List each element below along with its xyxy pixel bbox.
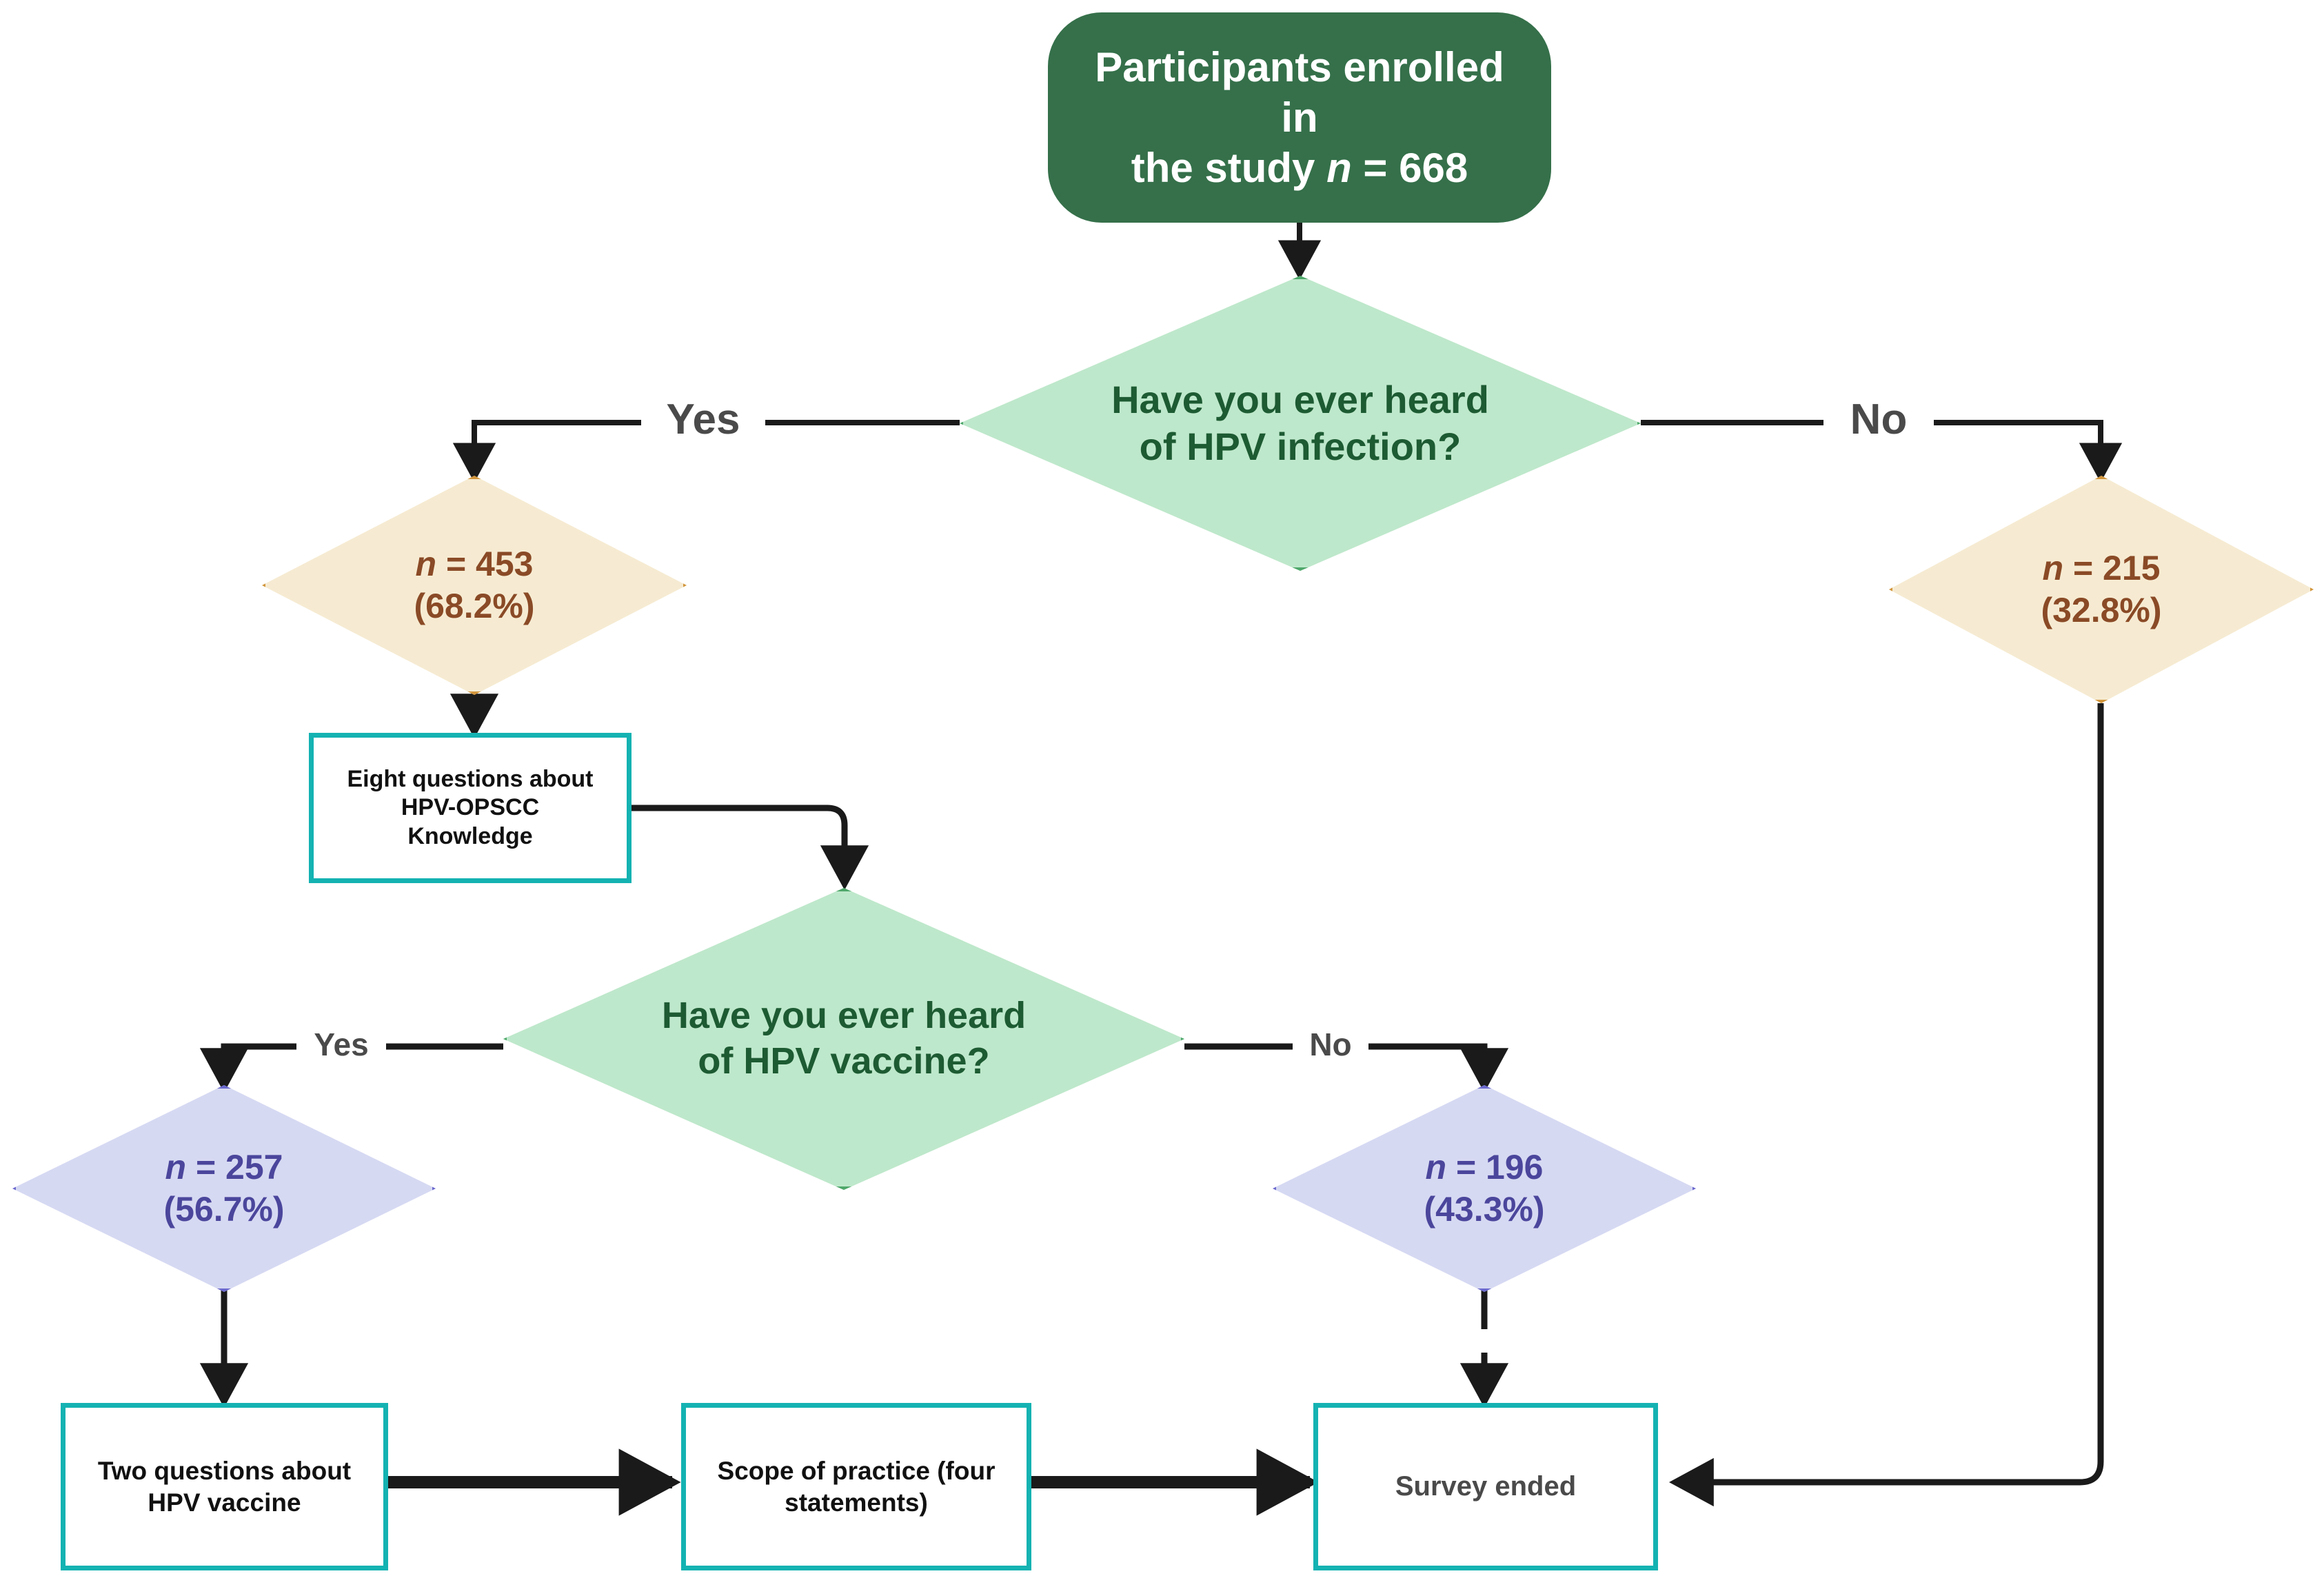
edge-label-vaccine-yes: Yes	[296, 1029, 386, 1060]
heard-yes-count: n = 453	[415, 545, 534, 583]
node-vaccine-yes-257[interactable]: n = 257 (56.7%)	[12, 1085, 436, 1292]
q-infection-line-1: Have you ever heard	[1111, 377, 1489, 421]
node-heard-no-215[interactable]: n = 215 (32.8%)	[1889, 476, 2314, 703]
q-infection-line-2: of HPV infection?	[1139, 425, 1462, 468]
eightq-line-1: Eight questions about	[347, 765, 594, 792]
twoq-line-2: HPV vaccine	[148, 1488, 301, 1517]
vaccine-yes-percent: (56.7%)	[163, 1190, 285, 1229]
node-eight-questions-hpv-opscc[interactable]: Eight questions about HPV-OPSCC Knowledg…	[309, 733, 631, 883]
node-vaccine-no-196[interactable]: n = 196 (43.3%)	[1273, 1085, 1696, 1292]
edge-label-infection-no: No	[1823, 398, 1934, 441]
scope-line-1: Scope of practice (four	[717, 1457, 996, 1486]
node-question-hpv-infection[interactable]: Have you ever heard of HPV infection?	[960, 276, 1641, 571]
start-line-2: the study n = 668	[1131, 145, 1468, 192]
italic-n: n	[1326, 145, 1352, 192]
vaccine-no-count: n = 196	[1425, 1148, 1544, 1186]
node-survey-ended[interactable]: Survey ended	[1313, 1403, 1658, 1570]
node-participants-enrolled[interactable]: Participants enrolled in the study n = 6…	[1048, 12, 1551, 223]
node-scope-of-practice[interactable]: Scope of practice (four statements)	[681, 1403, 1031, 1570]
italic-n: n	[2042, 549, 2064, 587]
italic-n: n	[165, 1148, 187, 1186]
vaccine-no-percent: (43.3%)	[1424, 1190, 1545, 1229]
heard-yes-percent: (68.2%)	[414, 587, 535, 625]
q-vaccine-line-2: of HPV vaccine?	[698, 1040, 990, 1082]
survey-ended-label: Survey ended	[1395, 1471, 1577, 1502]
start-line-1: Participants enrolled in	[1095, 43, 1504, 141]
italic-n: n	[1425, 1148, 1447, 1186]
node-question-hpv-vaccine[interactable]: Have you ever heard of HPV vaccine?	[503, 888, 1184, 1190]
vaccine-yes-count: n = 257	[165, 1148, 283, 1186]
eightq-line-2: HPV-OPSCC	[401, 794, 540, 821]
eightq-line-3: Knowledge	[407, 822, 533, 849]
edge-label-vaccine-no: No	[1293, 1029, 1368, 1060]
edge-eightq-to-vaccine	[631, 805, 869, 891]
edge-label-infection-yes: Yes	[641, 398, 765, 441]
node-two-questions-hpv-vaccine[interactable]: Two questions about HPV vaccine	[61, 1403, 388, 1570]
italic-n: n	[415, 545, 437, 583]
heard-no-percent: (32.8%)	[2041, 591, 2162, 629]
node-heard-yes-453[interactable]: n = 453 (68.2%)	[262, 476, 687, 695]
scope-line-2: statements)	[785, 1488, 928, 1517]
heard-no-count: n = 215	[2042, 549, 2161, 587]
q-vaccine-line-1: Have you ever heard	[661, 995, 1027, 1037]
twoq-line-1: Two questions about	[97, 1457, 352, 1486]
edge-heardno-to-survey	[1668, 703, 2104, 1507]
